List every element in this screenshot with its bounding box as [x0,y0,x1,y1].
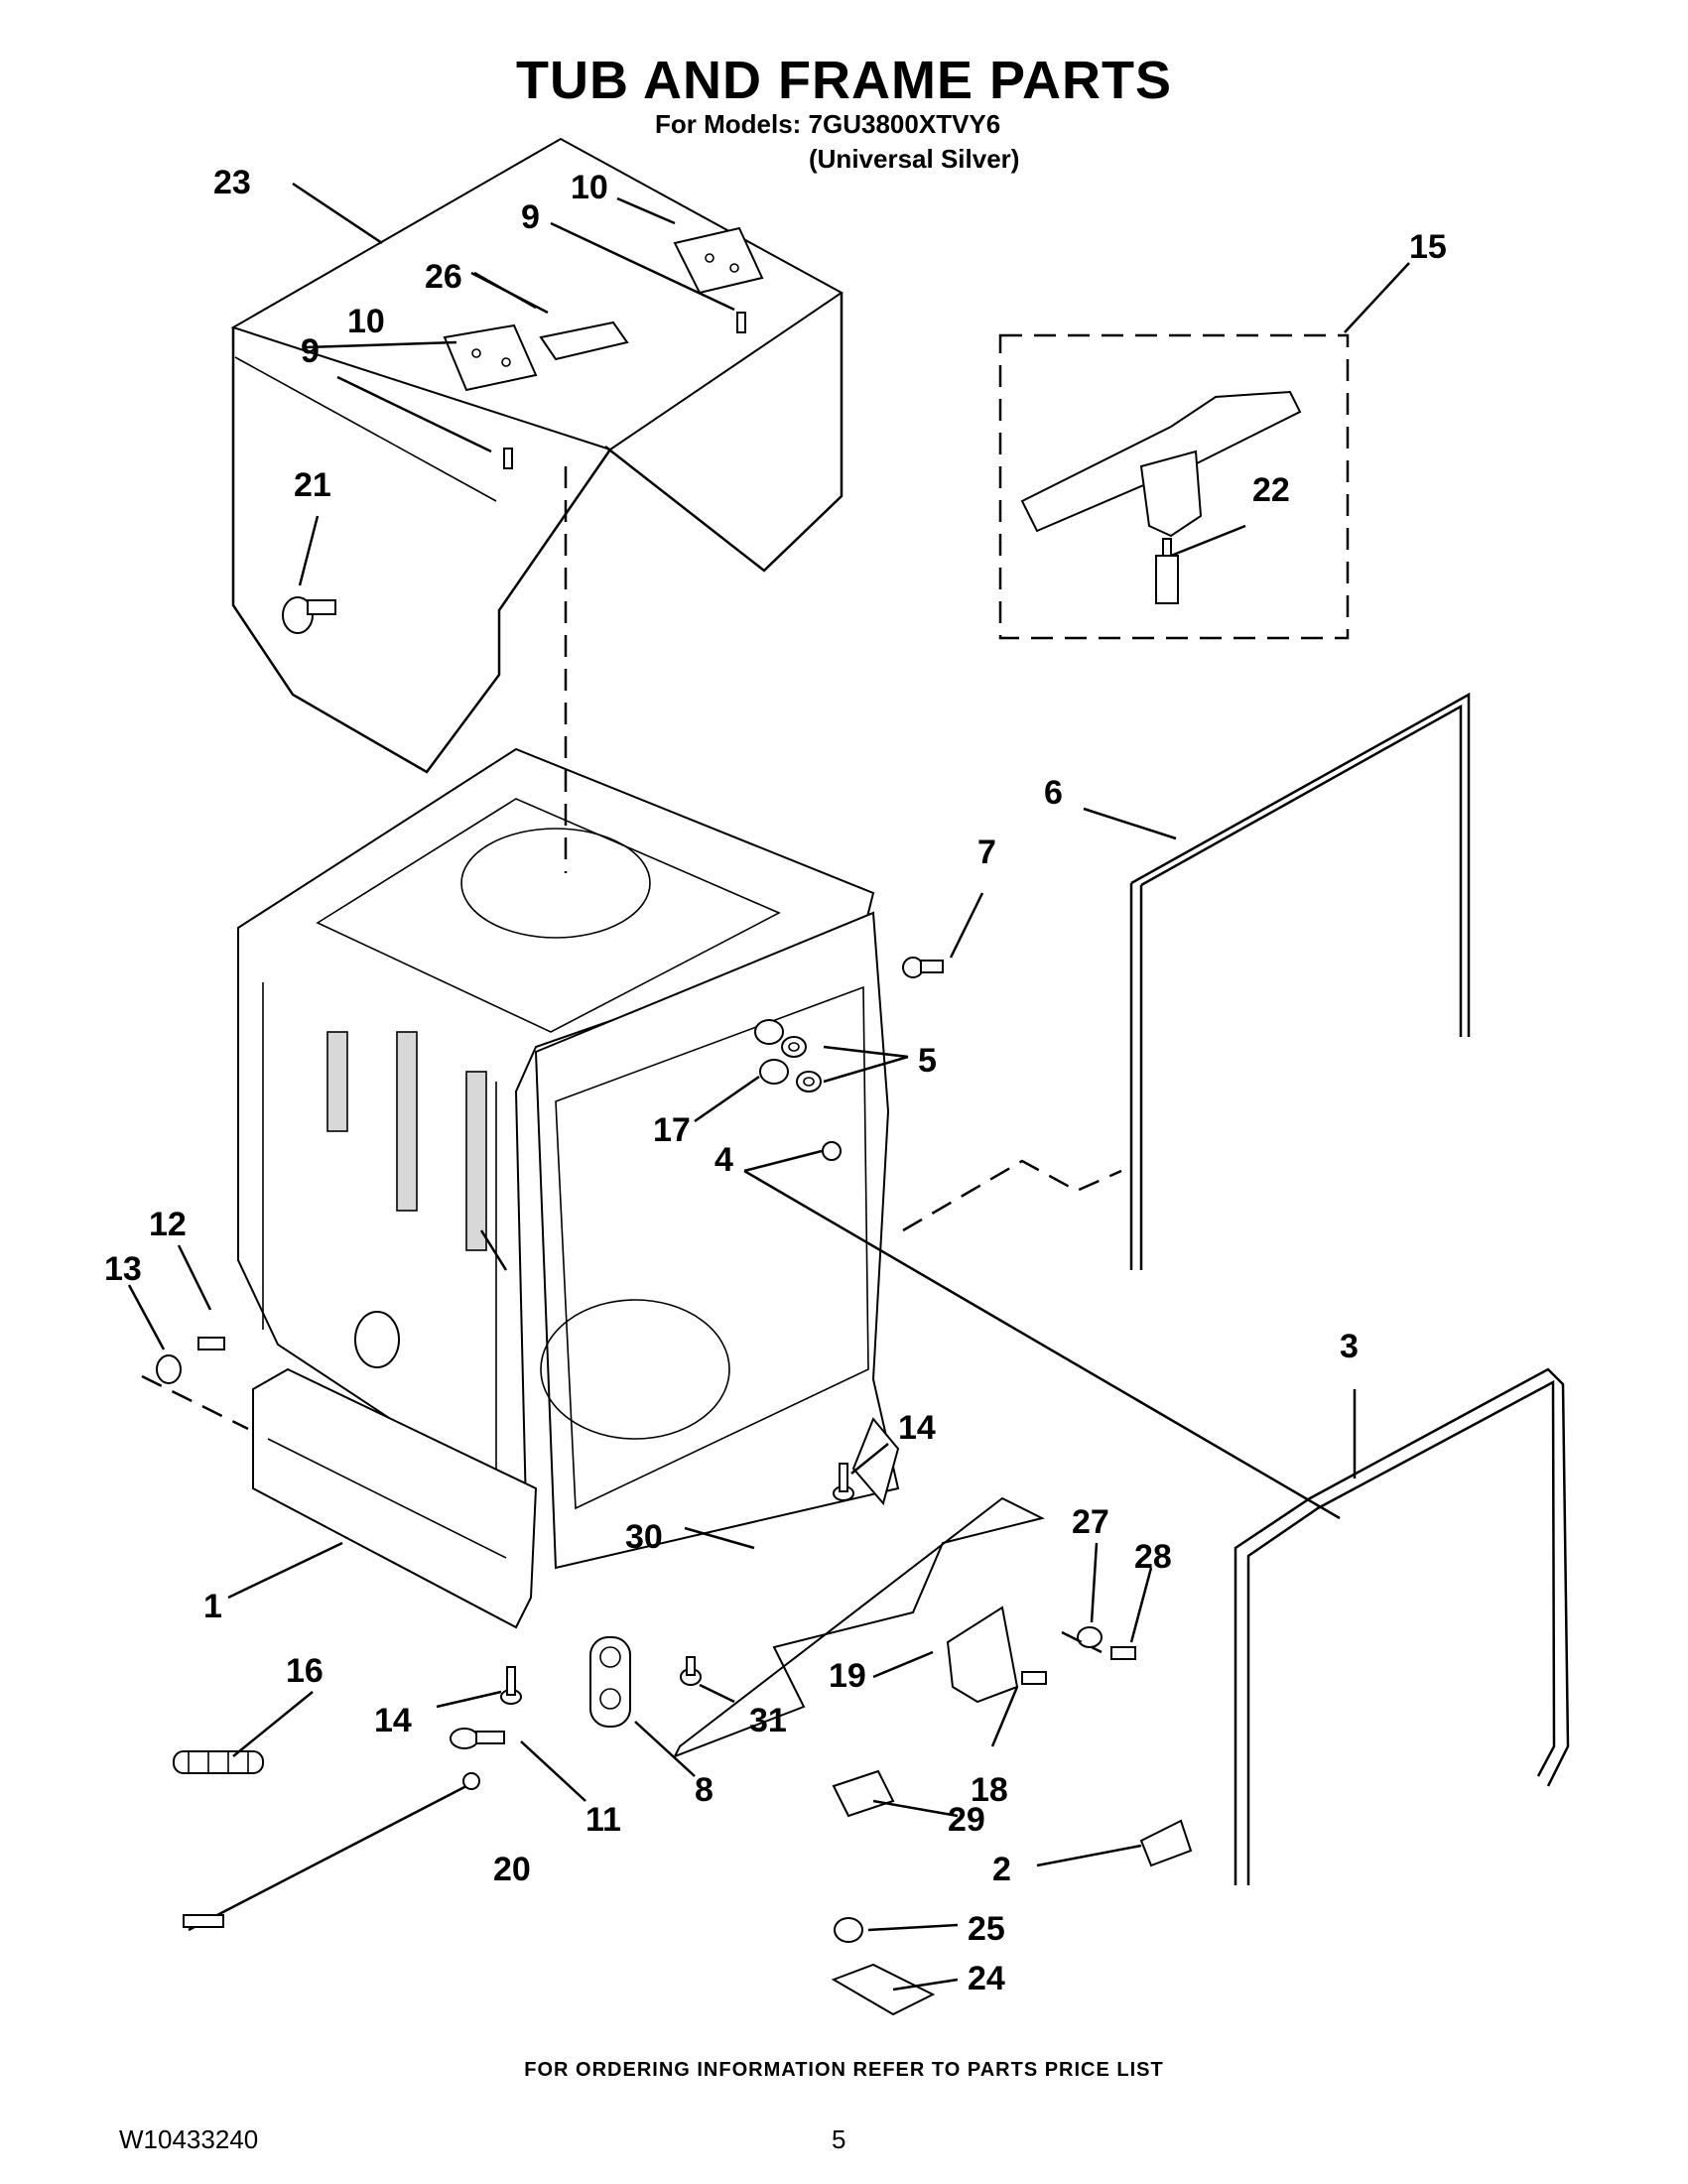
callout-7: 7 [977,834,996,871]
leveling-leg-part [680,1656,702,1686]
cover-plate-part [672,1496,1045,1758]
callout-20: 20 [493,1851,531,1888]
callout-8: 8 [695,1771,714,1809]
callout-30: 30 [625,1518,663,1556]
grommet-part [589,1636,631,1728]
callout-numbers: 23 10 9 26 10 9 21 15 22 6 7 5 17 4 12 1… [104,164,1447,1997]
callout-25: 25 [968,1910,1005,1948]
callout-5: 5 [918,1042,937,1080]
leveling-foot-parts [500,1463,854,1705]
callout-18: 18 [971,1771,1008,1809]
pad-part [832,1769,895,1818]
callout-10-top: 10 [571,169,608,206]
callout-10-left: 10 [347,303,385,340]
callout-4: 4 [714,1141,733,1179]
callout-19: 19 [829,1657,866,1695]
small-fasteners [754,957,944,1161]
callout-3: 3 [1340,1328,1359,1365]
door-cable-part [183,1772,480,1932]
latch-clip-part [1139,1819,1193,1867]
color-line: (Universal Silver) [809,144,1020,174]
models-line: For Models: 7GU3800XTVY6 [655,109,1001,139]
callout-31: 31 [749,1702,787,1739]
insulation-blanket-part [230,137,844,774]
callout-21: 21 [294,466,331,504]
leader-lines [127,182,1410,1991]
callout-9-left: 9 [301,332,320,370]
screw-part [450,1728,505,1749]
document-number: W10433240 [119,2124,259,2154]
callout-29: 29 [948,1801,985,1839]
callout-13: 13 [104,1250,142,1288]
callout-24: 24 [968,1960,1005,1997]
ordering-note: FOR ORDERING INFORMATION REFER TO PARTS … [524,2059,1164,2081]
callout-11: 11 [585,1801,621,1839]
callout-2: 2 [992,1851,1011,1888]
callout-1: 1 [203,1588,222,1625]
callout-27: 27 [1072,1503,1109,1541]
callout-23: 23 [213,164,251,201]
kit-dashed-box [998,333,1350,640]
callout-16: 16 [286,1652,324,1690]
nut-and-screw-part [1021,1626,1136,1685]
page-number: 5 [832,2124,846,2154]
callout-12: 12 [149,1206,187,1243]
callout-14-right: 14 [898,1409,936,1447]
callout-14-left: 14 [374,1702,412,1739]
side-fastener-parts [156,1337,225,1384]
mounting-bracket-part [946,1606,1019,1704]
callout-22: 22 [1252,471,1290,509]
dishwasher-tub-part [237,747,900,1629]
hinge-bracket-part [443,226,764,469]
callout-26: 26 [425,258,462,296]
page-title: TUB AND FRAME PARTS [516,51,1172,110]
callout-28: 28 [1134,1538,1172,1576]
callout-9-top: 9 [521,198,540,236]
spray-arm-manifold-part [1020,390,1302,604]
spring-part [173,1750,264,1774]
thermostat-and-bracket-part [831,1917,936,2016]
tub-gasket-part [1234,1367,1570,1885]
callout-6: 6 [1044,774,1063,812]
callout-15: 15 [1409,228,1447,266]
door-gasket-part [1129,692,1471,1270]
callout-17: 17 [653,1111,691,1149]
plug-button-part [282,596,336,634]
